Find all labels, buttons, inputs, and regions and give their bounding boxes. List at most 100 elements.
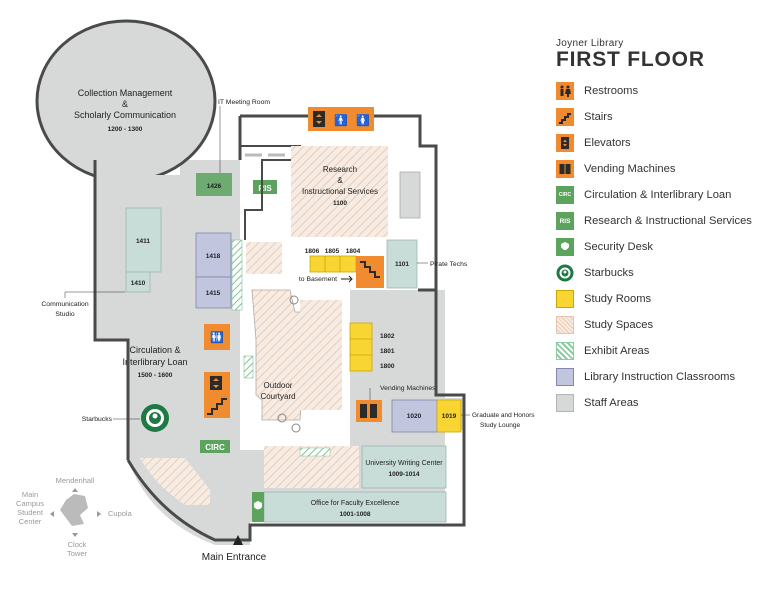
faculty-number: 1001-1008 xyxy=(339,511,370,518)
room-1411-label: 1411 xyxy=(136,238,150,245)
legend-item-elevators: Elevators xyxy=(556,130,766,156)
research-label-line2: & xyxy=(337,176,343,185)
room-1805-label: 1805 xyxy=(325,248,340,255)
room-1804-label: 1804 xyxy=(346,248,361,255)
room-1800-label: 1800 xyxy=(380,363,395,370)
classroom-swatch xyxy=(556,368,574,386)
legend-label-security: Security Desk xyxy=(584,241,654,253)
legend-item-staff: Staff Areas xyxy=(556,390,766,416)
room-1426-label: 1426 xyxy=(207,183,222,190)
exterior-walls xyxy=(93,116,466,542)
collection-label-line2: & xyxy=(122,99,128,109)
svg-text:🚹: 🚹 xyxy=(334,114,348,127)
legend-label-study-spaces: Study Spaces xyxy=(584,319,654,331)
staff-area-swatch xyxy=(556,394,574,412)
main-campus-line4: Center xyxy=(19,517,42,526)
vending-label: Vending Machines xyxy=(380,385,436,392)
study-space-courtyard-east xyxy=(300,300,342,410)
main-campus-line1: Main xyxy=(22,490,38,499)
vending-machines xyxy=(356,400,382,422)
room-1418-label: 1418 xyxy=(206,253,221,260)
building-footprint-icon xyxy=(60,494,88,526)
starbucks-icon xyxy=(141,404,169,432)
legend-item-circulation: CIRC Circulation & Interlibrary Loan xyxy=(556,182,766,208)
faculty-label: Office for Faculty Excellence xyxy=(311,500,400,507)
exhibit-area-courtyard xyxy=(243,355,254,379)
exhibit-area-south xyxy=(299,447,331,457)
collection-label-line1: Collection Management xyxy=(78,88,173,98)
ris-badge-text: RIS xyxy=(258,184,272,193)
legend-item-restrooms: Restrooms xyxy=(556,78,766,104)
security-shield-icon xyxy=(254,501,262,510)
study-rooms-1804-1806 xyxy=(309,255,357,273)
room-1426 xyxy=(196,173,232,196)
legend-label-starbucks: Starbucks xyxy=(584,267,634,279)
legend-item-study-spaces: Study Spaces xyxy=(556,312,766,338)
legend-item-exhibit: Exhibit Areas xyxy=(556,338,766,364)
legend-subtitle: Joyner Library xyxy=(556,38,624,49)
circ-desk-badge xyxy=(200,440,230,453)
room-1101 xyxy=(386,239,418,289)
comm-studio-line1: Communication xyxy=(41,301,88,308)
exhibit-area-swatch xyxy=(556,342,574,360)
circ-legend-badge: CIRC xyxy=(558,192,572,198)
stairs-icon xyxy=(556,108,574,126)
room-1020 xyxy=(391,399,438,433)
comm-studio-line2: Studio xyxy=(55,311,74,318)
study-space-center xyxy=(246,242,282,274)
stairs-icon xyxy=(207,398,227,415)
legend-label-staff: Staff Areas xyxy=(584,397,639,409)
writing-center-label: University Writing Center xyxy=(365,460,443,467)
room-1410 xyxy=(125,271,151,293)
starbucks-icon xyxy=(556,264,574,282)
it-meeting-label: IT Meeting Room xyxy=(218,99,270,106)
grad-lounge-label-line1: Graduate and Honors xyxy=(472,412,535,419)
starbucks-label: Starbucks xyxy=(82,416,113,423)
circ-badge-text: CIRC xyxy=(205,443,225,452)
restroom-west xyxy=(204,324,230,350)
legend-label-vending: Vending Machines xyxy=(584,163,676,175)
circ-icon: CIRC xyxy=(556,186,574,204)
room-1418 xyxy=(195,232,232,278)
campus-directions: Mendenhall Main Campus Student Center Cu… xyxy=(16,476,133,558)
legend-item-ris: RIS Research & Instructional Services xyxy=(556,208,766,234)
to-basement-label: to Basement xyxy=(299,276,337,283)
legend-label-stairs: Stairs xyxy=(584,111,613,123)
legend-label-ris: Research & Instructional Services xyxy=(584,215,752,227)
restroom-north-2 xyxy=(352,107,374,131)
pirate-techs-label: Pirate Techs xyxy=(430,261,468,268)
writing-center-number: 1009-1014 xyxy=(388,471,419,478)
legend-item-classrooms: Library Instruction Classrooms xyxy=(556,364,766,390)
circulation-label-line1: Circulation & xyxy=(129,345,180,355)
main-entrance-label: Main Entrance xyxy=(202,552,267,563)
restroom-icon xyxy=(556,82,574,100)
restroom-north-1 xyxy=(330,107,352,131)
elevator-icon xyxy=(210,376,222,390)
room-1801-label: 1801 xyxy=(380,348,395,355)
security-shield-icon xyxy=(556,238,574,256)
collection-label-line3: Scholarly Communication xyxy=(74,110,176,120)
legend-label-elevators: Elevators xyxy=(584,137,631,149)
room-1806-label: 1806 xyxy=(305,248,320,255)
mendenhall-label: Mendenhall xyxy=(56,476,95,485)
main-campus-line3: Student xyxy=(17,508,44,517)
main-campus-line2: Campus xyxy=(16,499,44,508)
restroom-icon: 🚻 xyxy=(210,331,224,344)
study-room-swatch xyxy=(556,290,574,308)
circulation-room-number: 1500 - 1600 xyxy=(138,372,173,379)
elevator-icon xyxy=(556,134,574,152)
clock-tower-line1: Clock xyxy=(68,540,87,549)
legend-label-classrooms: Library Instruction Classrooms xyxy=(584,371,736,383)
study-rooms-1800-1802 xyxy=(349,322,373,372)
legend-item-starbucks: Starbucks xyxy=(556,260,766,286)
research-label-line1: Research xyxy=(323,165,357,174)
svg-text:🚺: 🚺 xyxy=(356,114,370,127)
study-space-swatch xyxy=(556,316,574,334)
research-label-line3: Instructional Services xyxy=(302,187,378,196)
courtyard-label-line2: Courtyard xyxy=(260,392,295,401)
study-space-southwest xyxy=(140,458,210,505)
vending-machine-icon xyxy=(556,160,574,178)
university-writing-center xyxy=(361,445,447,489)
cupola-label: Cupola xyxy=(108,509,133,518)
clock-tower-line2: Tower xyxy=(67,549,88,558)
